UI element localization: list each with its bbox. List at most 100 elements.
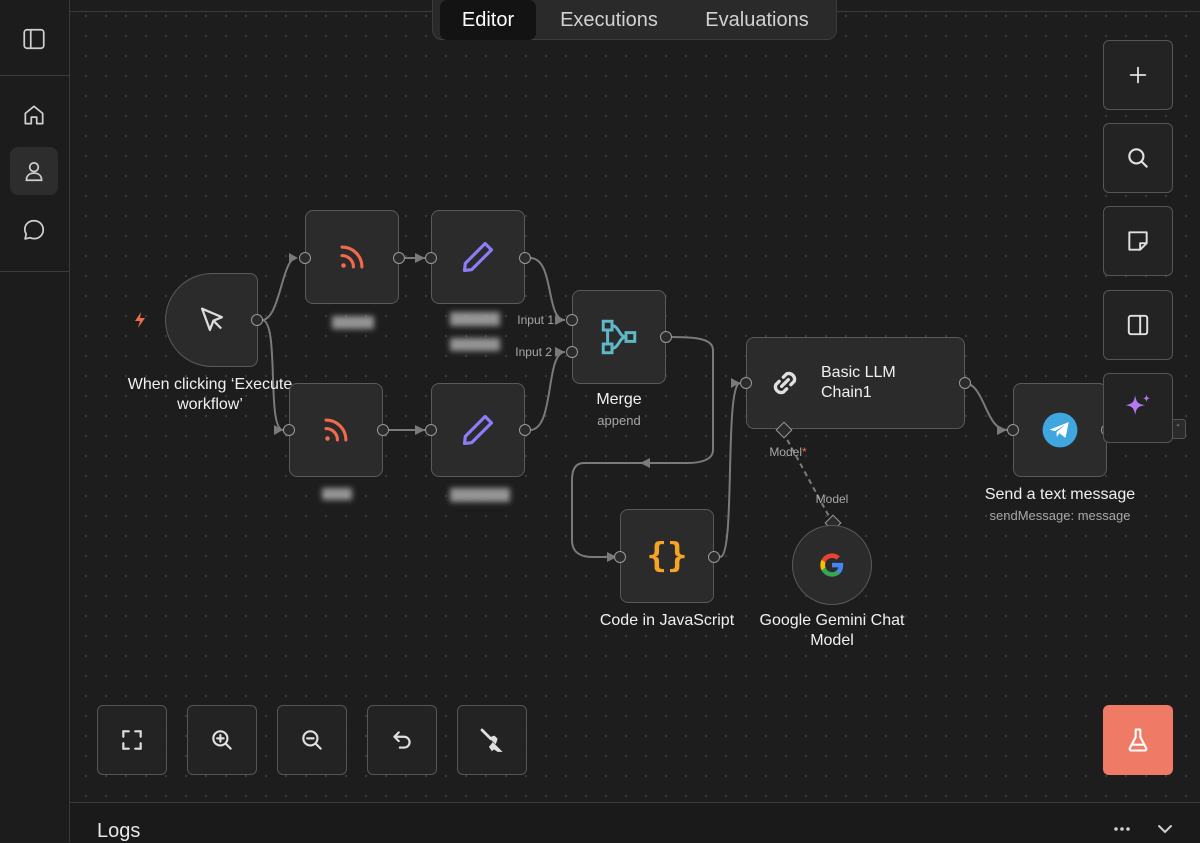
sidebar-item-chat[interactable]	[10, 206, 58, 254]
connection-lines	[261, 253, 1008, 562]
merge-input1-handle[interactable]	[566, 314, 578, 326]
sticky-note-icon	[1125, 228, 1151, 254]
telegram-node[interactable]	[1013, 383, 1107, 477]
sidebar-item-personal[interactable]	[10, 147, 58, 195]
edit1-output-handle[interactable]	[519, 252, 531, 264]
llm-input-handle[interactable]	[740, 377, 752, 389]
merge-label: Merge	[596, 391, 642, 408]
chevron-down-icon[interactable]	[1155, 821, 1175, 837]
trigger-label: When clicking ‘Execute workflow’	[110, 375, 310, 415]
gemini-label-line2: Model	[810, 632, 854, 649]
sidebar-divider	[0, 75, 69, 76]
merge-input1-label: Input 1	[517, 313, 554, 327]
gemini-label-line1: Google Gemini Chat	[759, 612, 905, 629]
rss-feed-node-1[interactable]	[305, 210, 399, 304]
add-sticky-note-button[interactable]	[1103, 206, 1173, 276]
add-node-button[interactable]	[1103, 40, 1173, 110]
rss-icon	[335, 240, 369, 274]
telegram-label: Send a text message	[984, 486, 1136, 503]
zoom-out-button[interactable]	[277, 705, 347, 775]
zoom-in-button[interactable]	[187, 705, 257, 775]
code-input-handle[interactable]	[614, 551, 626, 563]
edit2-output-handle[interactable]	[519, 424, 531, 436]
llm-model-text: Model	[769, 445, 802, 459]
rss1-output-handle[interactable]	[393, 252, 405, 264]
tab-editor[interactable]: Editor	[440, 0, 536, 40]
gemini-model-node[interactable]	[792, 525, 872, 605]
llm-chain-title: Basic LLM Chain1	[821, 363, 896, 403]
user-icon	[21, 158, 47, 184]
redacted-label	[450, 312, 500, 326]
zoom-out-icon	[299, 727, 325, 753]
logs-title: Logs	[97, 820, 141, 842]
llm-label-line1: Basic LLM	[821, 364, 896, 381]
toggle-panel-button[interactable]	[1103, 290, 1173, 360]
merge-sublabel: append	[597, 413, 641, 428]
required-mark: *	[802, 445, 807, 459]
view-tabs: Editor Executions Evaluations	[432, 0, 837, 40]
code-label: Code in JavaScript	[599, 612, 735, 629]
llm-chain-node[interactable]: Basic LLM Chain1	[746, 337, 965, 429]
tab-evaluations[interactable]: Evaluations	[705, 8, 809, 31]
sidebar-toggle-button[interactable]	[10, 15, 58, 63]
fit-view-icon	[119, 727, 145, 753]
edit2-input-handle[interactable]	[425, 424, 437, 436]
search-nodes-button[interactable]	[1103, 123, 1173, 193]
ai-assistant-button[interactable]	[1103, 373, 1173, 443]
merge-input2-handle[interactable]	[566, 346, 578, 358]
edit-fields-node-2[interactable]	[431, 383, 525, 477]
tab-executions[interactable]: Executions	[560, 8, 658, 31]
trigger-label-line1: When clicking ‘Execute	[127, 376, 293, 393]
link-icon	[765, 363, 805, 403]
more-options-icon[interactable]	[1112, 825, 1132, 833]
clear-icon	[477, 725, 507, 755]
llm-output-handle[interactable]	[959, 377, 971, 389]
workflow-canvas[interactable]: When clicking ‘Execute workflow’	[70, 0, 1200, 802]
undo-button[interactable]	[367, 705, 437, 775]
zoom-in-icon	[209, 727, 235, 753]
home-icon	[21, 102, 47, 128]
edit-fields-node-1[interactable]	[431, 210, 525, 304]
merge-icon	[598, 316, 640, 358]
edit1-input-handle[interactable]	[425, 252, 437, 264]
logs-panel: Logs	[70, 802, 1200, 843]
telegram-input-handle[interactable]	[1007, 424, 1019, 436]
llm-model-label: Model*	[763, 445, 813, 459]
merge-node[interactable]	[572, 290, 666, 384]
clear-execution-button[interactable]	[457, 705, 527, 775]
sidebar-item-home[interactable]	[10, 91, 58, 139]
llm-label-line2: Chain1	[821, 384, 872, 401]
sidebar-toggle-icon	[21, 26, 47, 52]
telegram-icon	[1041, 411, 1079, 449]
sidebar-divider	[0, 271, 69, 272]
pen-icon	[459, 411, 497, 449]
telegram-sublabel: sendMessage: message	[989, 508, 1131, 523]
redacted-label	[450, 338, 500, 351]
plus-icon	[1127, 64, 1149, 86]
merge-output-handle[interactable]	[660, 331, 672, 343]
rss1-input-handle[interactable]	[299, 252, 311, 264]
redacted-label	[332, 316, 374, 329]
add-node-stub[interactable]: -	[1170, 419, 1186, 439]
rss2-input-handle[interactable]	[283, 424, 295, 436]
panel-icon	[1125, 312, 1151, 338]
redacted-label	[450, 488, 510, 502]
code-output-handle[interactable]	[708, 551, 720, 563]
test-workflow-button[interactable]	[1103, 705, 1173, 775]
rss2-output-handle[interactable]	[377, 424, 389, 436]
gemini-model-label: Model	[815, 492, 849, 506]
chat-icon	[21, 217, 47, 243]
merge-input2-label: Input 2	[515, 345, 552, 359]
undo-icon	[389, 727, 415, 753]
braces-icon: {}	[646, 536, 688, 576]
fit-view-button[interactable]	[97, 705, 167, 775]
pen-icon	[459, 238, 497, 276]
rss-feed-node-2[interactable]	[289, 383, 383, 477]
trigger-output-handle[interactable]	[251, 314, 263, 326]
google-icon	[818, 551, 846, 579]
code-node[interactable]: {}	[620, 509, 714, 603]
trigger-bolt-icon	[132, 311, 148, 329]
rss-icon	[319, 413, 353, 447]
manual-trigger-node[interactable]	[165, 273, 258, 367]
sparkle-icon	[1121, 391, 1155, 425]
